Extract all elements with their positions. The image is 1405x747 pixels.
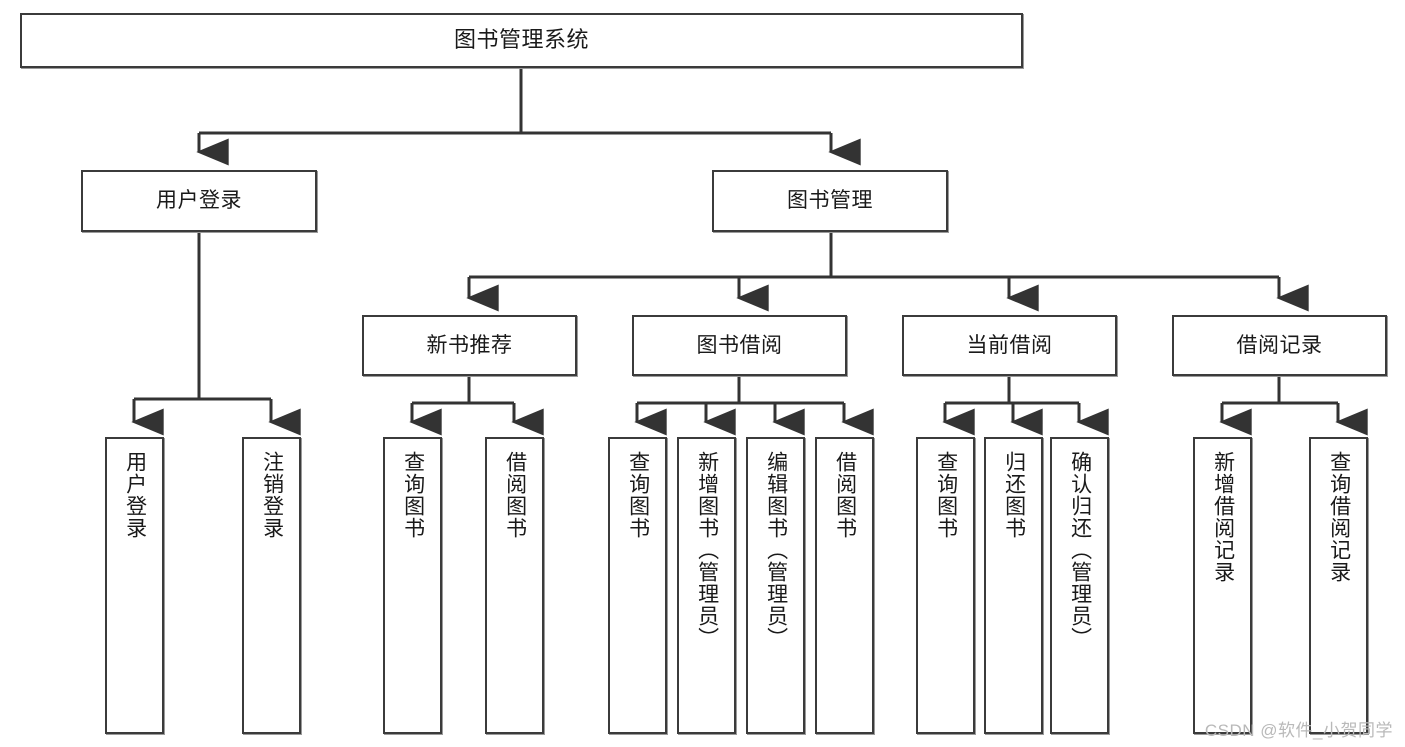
node-label: 借阅记录 <box>1236 333 1323 357</box>
node-label: 图书管理 <box>787 189 873 213</box>
node-leaf-return-book[interactable]: 归还图书 <box>984 437 1043 734</box>
node-label: 确认归还（管理员） <box>1068 451 1092 649</box>
node-leaf-borrow-book-new[interactable]: 借阅图书 <box>485 437 544 734</box>
node-leaf-borrow-book[interactable]: 借阅图书 <box>815 437 874 734</box>
node-book-borrowing[interactable]: 图书借阅 <box>632 315 847 376</box>
node-label: 查询图书 <box>401 451 425 539</box>
node-label: 图书借阅 <box>696 333 783 357</box>
node-borrowing-records[interactable]: 借阅记录 <box>1172 315 1387 376</box>
node-label: 新书推荐 <box>426 333 513 357</box>
node-new-book-recommendation[interactable]: 新书推荐 <box>362 315 577 376</box>
node-leaf-query-book-borrow[interactable]: 查询图书 <box>608 437 667 734</box>
node-label: 借阅图书 <box>833 451 857 539</box>
node-label: 新增借阅记录 <box>1211 451 1235 583</box>
node-user-login[interactable]: 用户登录 <box>81 170 317 232</box>
node-leaf-add-book-admin[interactable]: 新增图书（管理员） <box>677 437 736 734</box>
node-leaf-add-borrow-record[interactable]: 新增借阅记录 <box>1193 437 1252 734</box>
node-label: 归还图书 <box>1002 451 1026 539</box>
node-label: 查询图书 <box>626 451 650 539</box>
node-label: 新增图书（管理员） <box>695 451 719 649</box>
node-leaf-query-book-current[interactable]: 查询图书 <box>916 437 975 734</box>
node-leaf-query-book-new[interactable]: 查询图书 <box>383 437 442 734</box>
node-label: 用户登录 <box>156 189 242 213</box>
node-label: 借阅图书 <box>503 451 527 539</box>
node-leaf-query-borrow-record[interactable]: 查询借阅记录 <box>1309 437 1368 734</box>
node-leaf-user-login[interactable]: 用户登录 <box>105 437 164 734</box>
node-label: 编辑图书（管理员） <box>764 451 788 649</box>
node-label: 用户登录 <box>123 451 147 539</box>
node-label: 图书管理系统 <box>453 27 589 53</box>
node-label: 查询图书 <box>934 451 958 539</box>
node-label: 当前借阅 <box>966 333 1053 357</box>
node-book-management[interactable]: 图书管理 <box>712 170 948 232</box>
node-root-book-management-system[interactable]: 图书管理系统 <box>20 13 1023 68</box>
node-label: 注销登录 <box>260 451 284 539</box>
node-current-borrowing[interactable]: 当前借阅 <box>902 315 1117 376</box>
node-leaf-confirm-return-admin[interactable]: 确认归还（管理员） <box>1050 437 1109 734</box>
node-leaf-logout[interactable]: 注销登录 <box>242 437 301 734</box>
node-leaf-edit-book-admin[interactable]: 编辑图书（管理员） <box>746 437 805 734</box>
node-label: 查询借阅记录 <box>1327 451 1351 583</box>
watermark-text: CSDN @软件_小贺同学 <box>1204 721 1393 740</box>
